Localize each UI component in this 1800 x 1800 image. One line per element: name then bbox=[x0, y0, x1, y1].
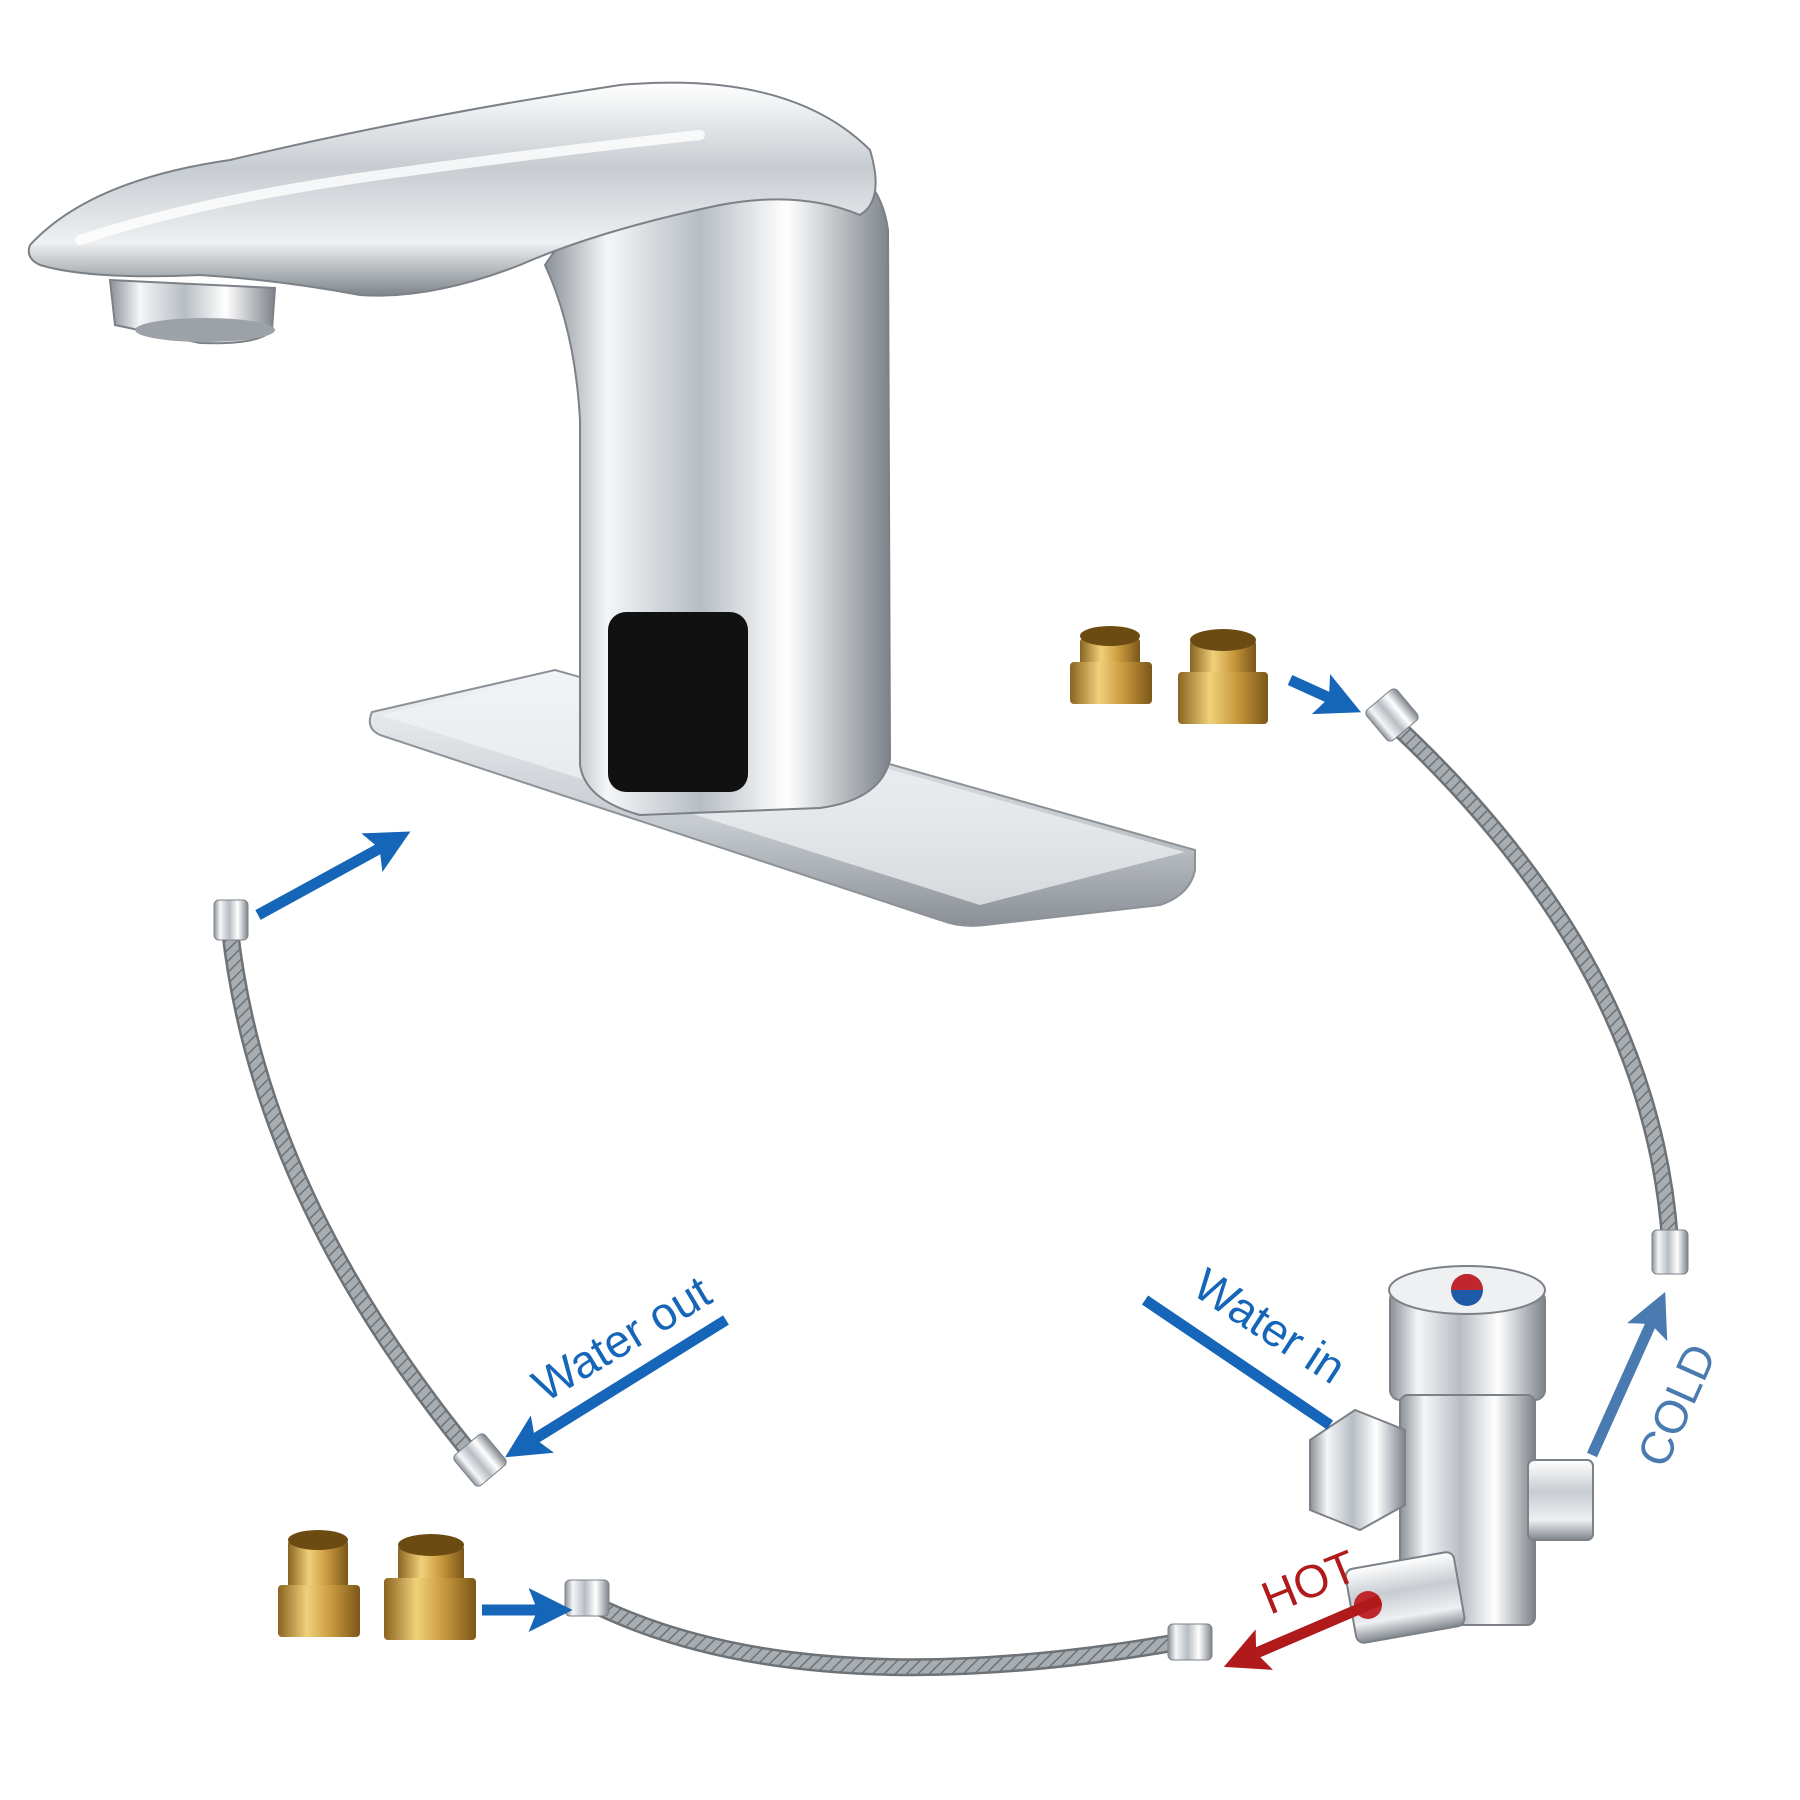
cold-arrow bbox=[1586, 1291, 1668, 1458]
braided-hose-icon bbox=[564, 1579, 1213, 1677]
arrow-to-right-hose bbox=[1287, 674, 1362, 715]
arrow-to-faucet bbox=[255, 831, 411, 920]
braided-hose-icon bbox=[1365, 688, 1689, 1275]
faucet-icon bbox=[27, 81, 1196, 927]
water-in-line bbox=[1141, 1295, 1334, 1430]
brass-fitting-icon bbox=[278, 1530, 360, 1637]
brass-fitting-icon bbox=[1178, 629, 1268, 724]
brass-fitting-icon bbox=[1070, 626, 1152, 704]
braided-hose-icon bbox=[213, 899, 507, 1487]
brass-fitting-icon bbox=[384, 1534, 476, 1640]
sensor-window-icon bbox=[608, 612, 748, 792]
water-out-arrow bbox=[505, 1315, 729, 1458]
hot-arrow bbox=[1223, 1594, 1383, 1670]
water-in-label: Water in bbox=[1185, 1258, 1356, 1394]
